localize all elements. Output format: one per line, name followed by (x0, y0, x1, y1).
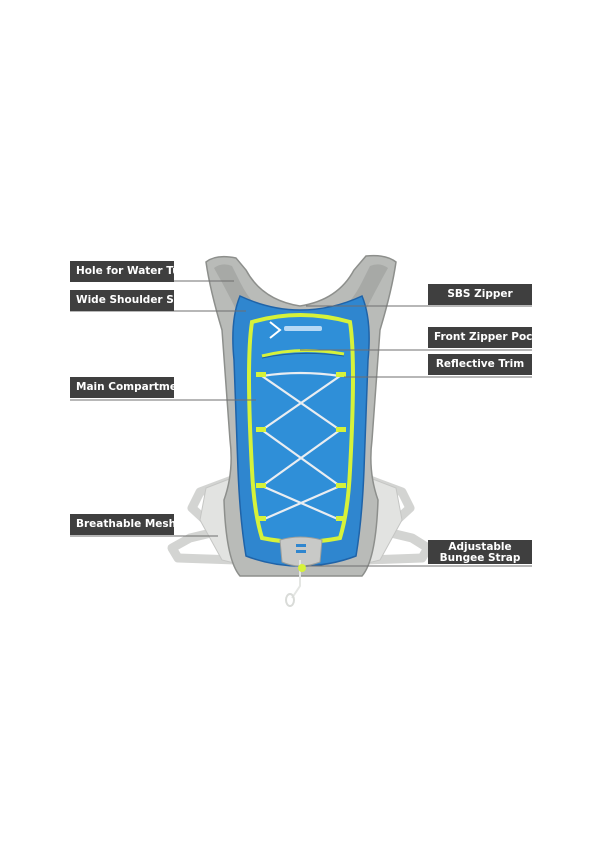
panel-stripe (296, 550, 306, 553)
zipper-teeth (261, 352, 345, 359)
label-reflective-trim: Reflective Trim (428, 354, 532, 375)
label-adjustable-bungee-strap: Adjustable Bungee Strap (428, 540, 532, 564)
panel-stripe (296, 544, 306, 547)
front-pocket (247, 313, 355, 544)
cord-toggle (298, 564, 306, 572)
bungee-hooks (256, 372, 346, 521)
cord-loop (285, 593, 295, 607)
label-hole-for-water-tube: Hole for Water Tube (70, 261, 194, 282)
label-breathable-mesh: Breathable Mesh (70, 514, 176, 535)
label-wide-shoulder-strap: Wide Shoulder Strap (70, 290, 199, 311)
label-main-compartment: Main Compartment (70, 377, 189, 398)
bungee-cord (259, 371, 343, 522)
leader-lines (70, 280, 532, 567)
label-sbs-zipper: SBS Zipper (428, 284, 532, 305)
label-front-zipper-pocket: Front Zipper Pocket (428, 327, 551, 348)
brand-logo (269, 321, 322, 339)
